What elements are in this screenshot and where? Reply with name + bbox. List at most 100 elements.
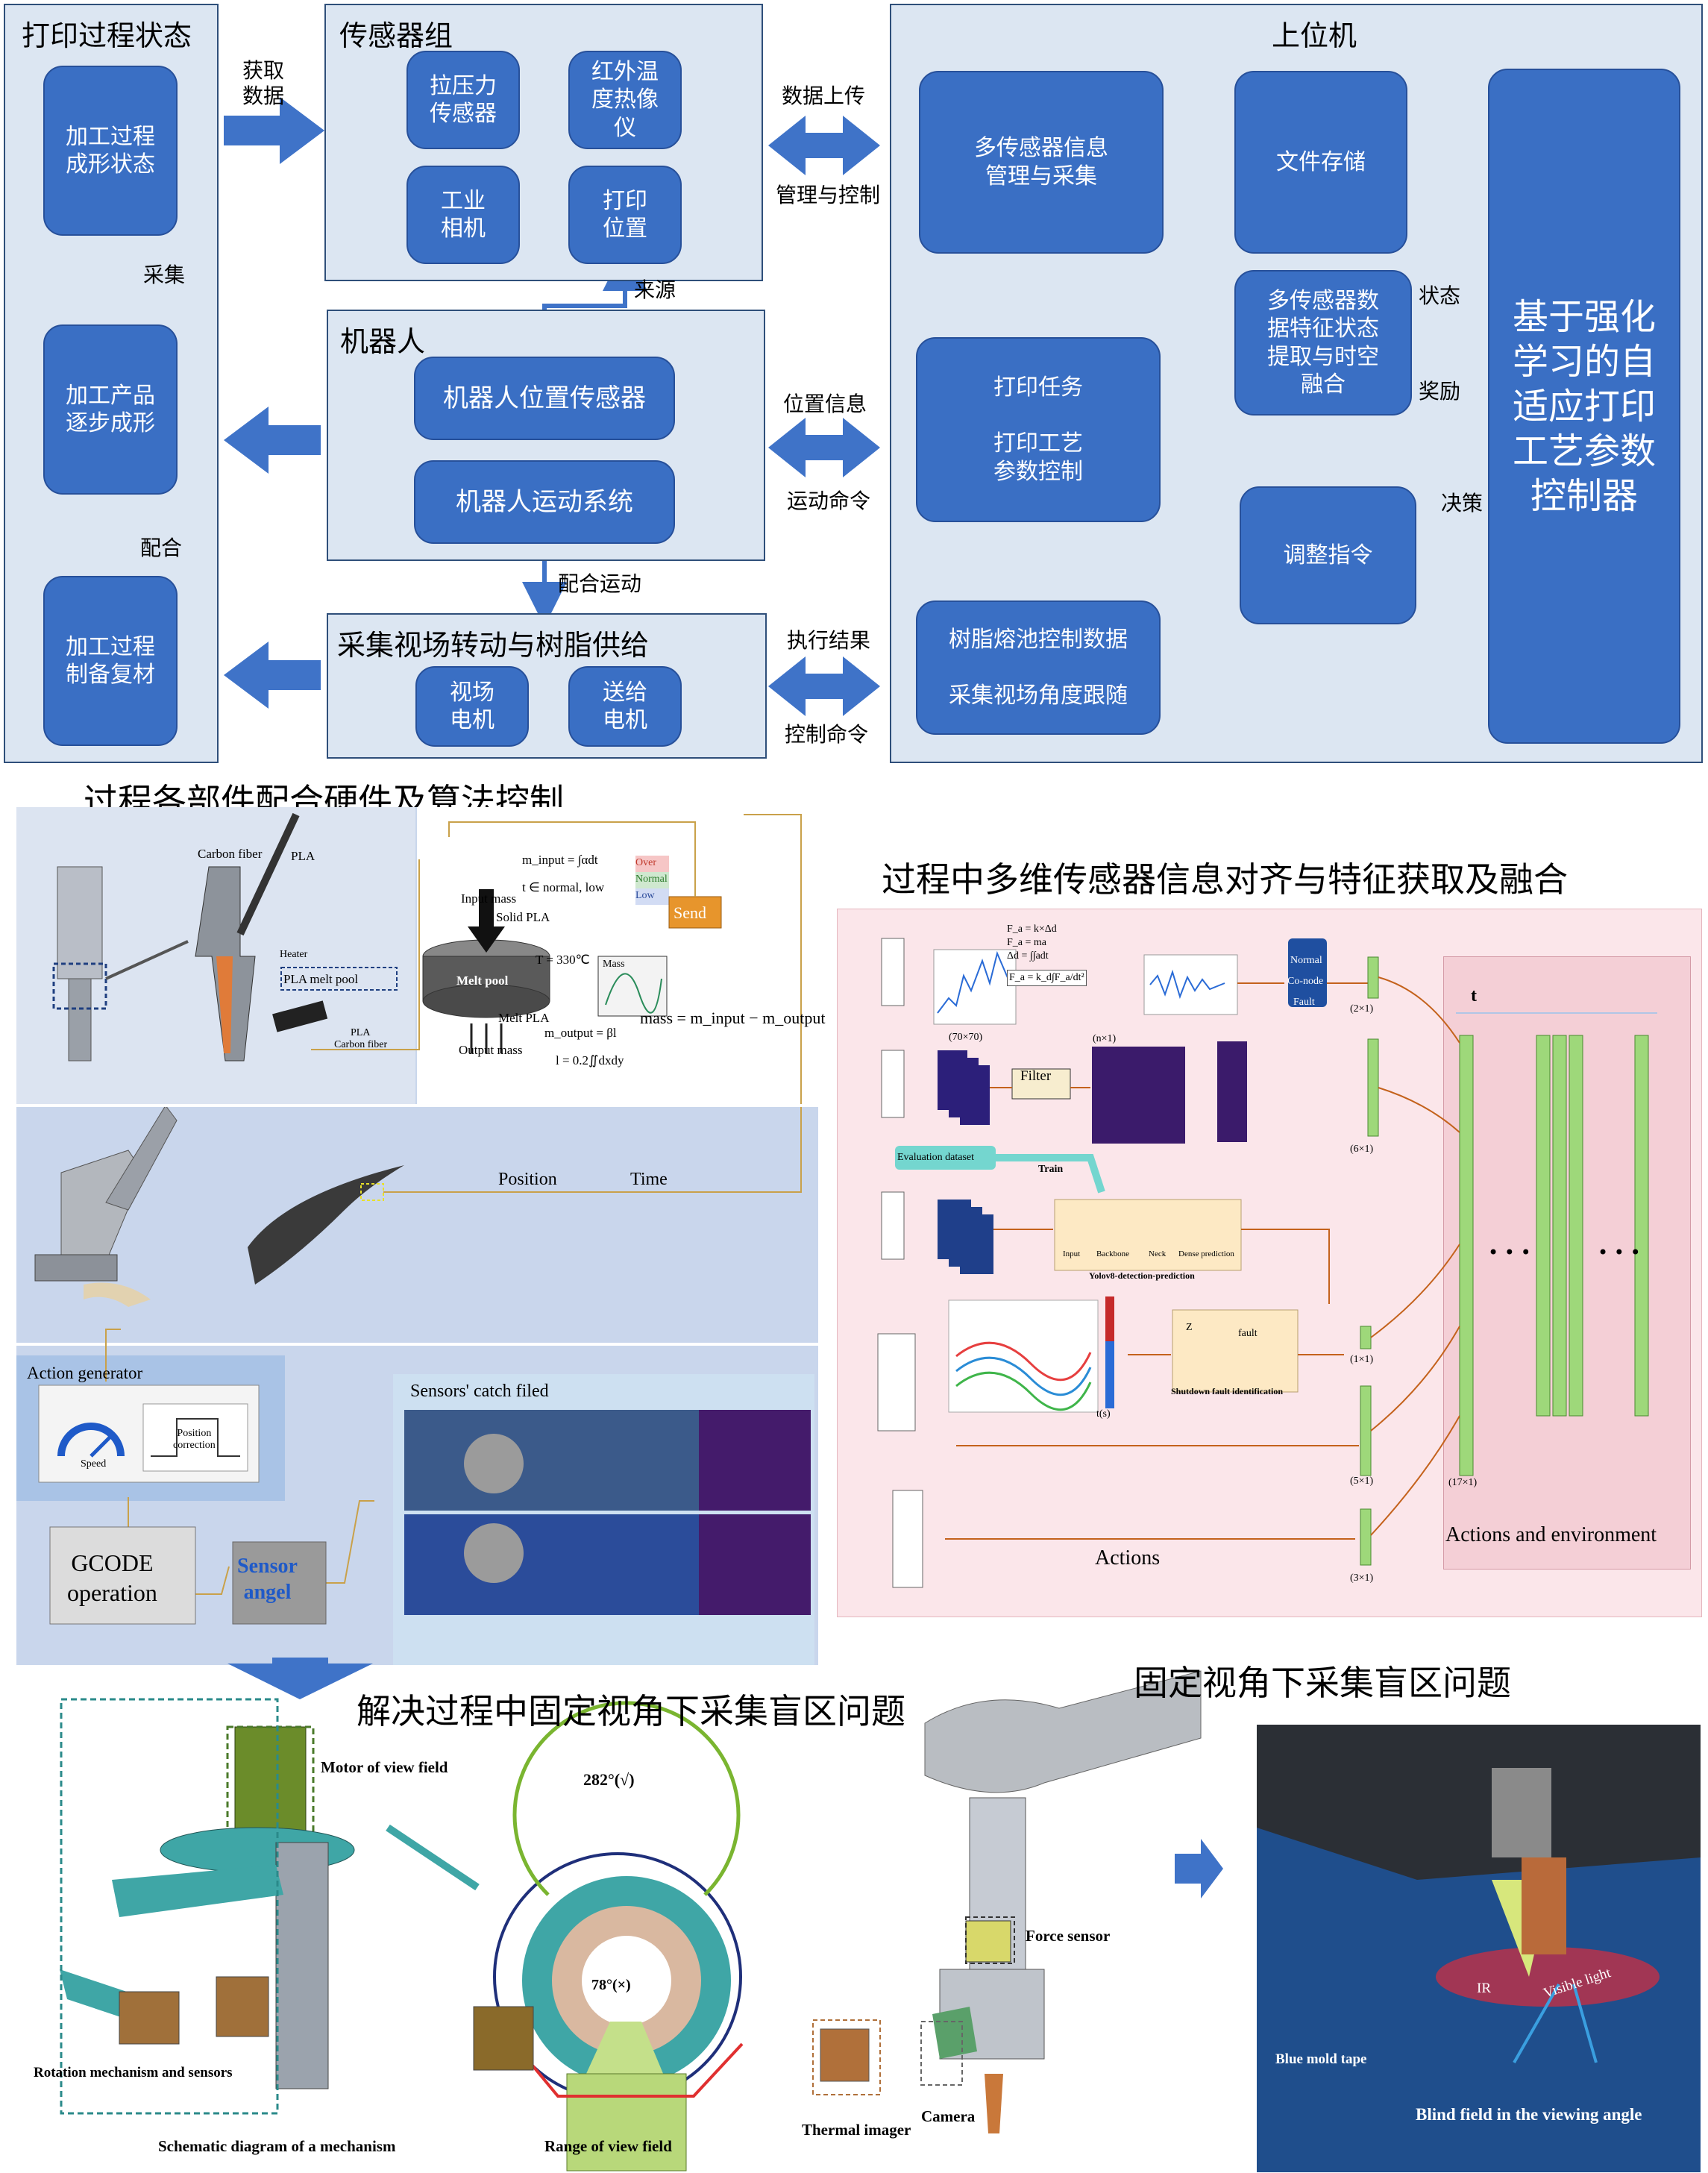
- gcode-operation: GCODE operation: [67, 1549, 157, 1606]
- lbl-melt-pla: Melt PLA: [498, 1011, 550, 1025]
- heatmap-tile: [699, 1410, 811, 1511]
- lbl-schematic: Schematic diagram of a mechanism: [158, 2137, 396, 2155]
- arrow-pos-info: [768, 418, 880, 477]
- sensor-title: 传感器组: [339, 19, 453, 52]
- lbl-fault2: fault: [1238, 1328, 1258, 1339]
- lbl-normal: Normal: [635, 874, 668, 885]
- lbl-force: Force sensor: [1026, 1927, 1111, 1945]
- robot-title: 机器人: [340, 325, 426, 358]
- label-exec: 执行结果: [787, 628, 871, 653]
- dim-17x1: (17×1): [1448, 1477, 1478, 1488]
- lbl-position: Position: [498, 1170, 557, 1189]
- collect-panel: 采集视场转动与树脂供给: [327, 613, 767, 759]
- lbl-t-axis: t: [1471, 986, 1477, 1006]
- lbl-ts: t(s): [1096, 1408, 1111, 1420]
- lbl-pla2: PLA: [351, 1027, 371, 1038]
- bottom-heading-1: 解决过程中固定视角下采集盲区问题: [357, 1691, 905, 1731]
- lbl-range: Range of view field: [544, 2137, 672, 2155]
- sensor-angel: Sensor angel: [237, 1555, 298, 1604]
- label-decision: 决策: [1441, 491, 1483, 515]
- lbl-blue-tape: Blue mold tape: [1275, 2051, 1367, 2067]
- label-upload: 数据上传: [782, 84, 866, 108]
- sensor-force: 拉压力 传感器: [406, 51, 520, 149]
- dim-3x1: (3×1): [1350, 1572, 1374, 1584]
- host-multisensor: 多传感器信息 管理与采集: [919, 71, 1164, 254]
- host-title: 上位机: [1272, 19, 1357, 52]
- eq-input: m_input = ∫αdt: [522, 853, 598, 867]
- eq-f3: Δd = ∫∫adt: [1007, 950, 1049, 962]
- arrow-down-bottom: [227, 1658, 373, 1699]
- lbl-thermal: Thermal imager: [802, 2121, 911, 2139]
- lbl-solid-pla: Solid PLA: [496, 910, 550, 924]
- yolo-input: Input: [1063, 1249, 1081, 1258]
- label-match-move: 配合运动: [558, 571, 642, 596]
- lbl-actions-env: Actions and environment: [1445, 1523, 1657, 1546]
- dots-2: • • •: [1598, 1242, 1641, 1263]
- lbl-actions: Actions: [1095, 1546, 1161, 1570]
- lbl-heater: Heater: [280, 949, 308, 960]
- print-box-product: 加工产品 逐步成形: [43, 324, 178, 495]
- lbl-input-mass: Input mass: [461, 891, 517, 906]
- lbl-size-70: (70×70): [949, 1032, 983, 1043]
- dim-2x1: (2×1): [1350, 1003, 1374, 1015]
- eq-output: m_output = βl: [544, 1026, 617, 1040]
- right-heading: 过程中多维传感器信息对齐与特征获取及融合: [882, 859, 1568, 900]
- actions-env-box: [1443, 956, 1691, 1570]
- yolo-title: Yolov8-detection-prediction: [1089, 1270, 1195, 1281]
- arrow-collect-to-print: [224, 642, 321, 709]
- label-move-cmd: 运动命令: [787, 489, 871, 513]
- lbl-camera: Camera: [921, 2107, 976, 2125]
- lbl-temp: T = 330℃: [536, 953, 590, 967]
- label-match: 配合: [140, 536, 183, 560]
- lbl-co-node: Co-node: [1287, 976, 1324, 987]
- lbl-angle-bad: 78°(×): [591, 1977, 631, 1993]
- camera-tile: [602, 1514, 699, 1615]
- lbl-eval-dataset: Evaluation dataset: [897, 1152, 975, 1163]
- host-storage: 文件存储: [1234, 71, 1407, 254]
- arrow-acquire: [224, 97, 324, 164]
- lbl-output-mass: Output mass: [459, 1043, 523, 1057]
- print-box-forming-state: 加工过程 成形状态: [43, 66, 178, 236]
- label-reward: 奖励: [1419, 379, 1461, 404]
- yolo-backbone: Backbone: [1096, 1249, 1129, 1258]
- eq-f1: F_a = k×Δd: [1007, 924, 1057, 935]
- arrow-robot-to-print: [224, 407, 321, 474]
- host-adjust: 调整指令: [1240, 486, 1416, 624]
- eq-t: t ∈ normal, low: [522, 880, 605, 894]
- lbl-ir: IR: [1477, 1981, 1491, 1996]
- yolo-neck: Neck: [1149, 1249, 1167, 1258]
- label-manage: 管理与控制: [776, 183, 881, 207]
- lbl-carbon-fiber: Carbon fiber: [198, 847, 263, 861]
- sensor-position: 打印 位置: [568, 166, 682, 264]
- collect-title: 采集视场转动与树脂供给: [337, 629, 650, 662]
- fusion-art: [877, 938, 1657, 1588]
- label-ctrl-cmd: 控制命令: [785, 722, 869, 747]
- lbl-sensors-catch: Sensors' catch filed: [410, 1382, 549, 1401]
- label-state: 状态: [1419, 283, 1461, 308]
- lbl-blind: Blind field in the viewing angle: [1416, 2105, 1642, 2124]
- lbl-train: Train: [1038, 1164, 1064, 1175]
- arrow-exec: [768, 656, 880, 716]
- camera-tile: [602, 1410, 699, 1511]
- eq-l: l = 0.2∬dxdy: [556, 1053, 624, 1067]
- lbl-pla: PLA: [291, 849, 315, 863]
- lbl-normal2: Normal: [1290, 955, 1322, 966]
- lbl-action-generator: Action generator: [27, 1364, 143, 1382]
- dim-1x1: (1×1): [1350, 1354, 1374, 1365]
- lbl-shutdown: Shutdown fault identification: [1171, 1386, 1284, 1396]
- lbl-mass-small: Mass: [603, 959, 625, 970]
- robot-position-sensor: 机器人位置传感器: [414, 357, 675, 440]
- eq-f2: F_a = ma: [1007, 937, 1046, 948]
- host-fusion: 多传感器数 据特征状态 提取与时空 融合: [1234, 270, 1412, 416]
- lbl-z: Z: [1186, 1322, 1193, 1333]
- label-collect: 采集: [143, 263, 186, 287]
- lbl-low: Low: [635, 890, 655, 901]
- lbl-melt-pool-box: PLA melt pool: [283, 972, 359, 986]
- print-state-title: 打印过程状态: [22, 19, 192, 52]
- print-box-composite: 加工过程 制备复材: [43, 576, 178, 746]
- view-motor: 视场 电机: [415, 666, 529, 747]
- yolo-dense: Dense prediction: [1178, 1249, 1234, 1258]
- lbl-angle-good: 282°(√): [583, 1770, 635, 1789]
- bottom-heading-2: 固定视角下采集盲区问题: [1134, 1663, 1511, 1703]
- sensor-thermal: 红外温 度热像 仪: [568, 51, 682, 149]
